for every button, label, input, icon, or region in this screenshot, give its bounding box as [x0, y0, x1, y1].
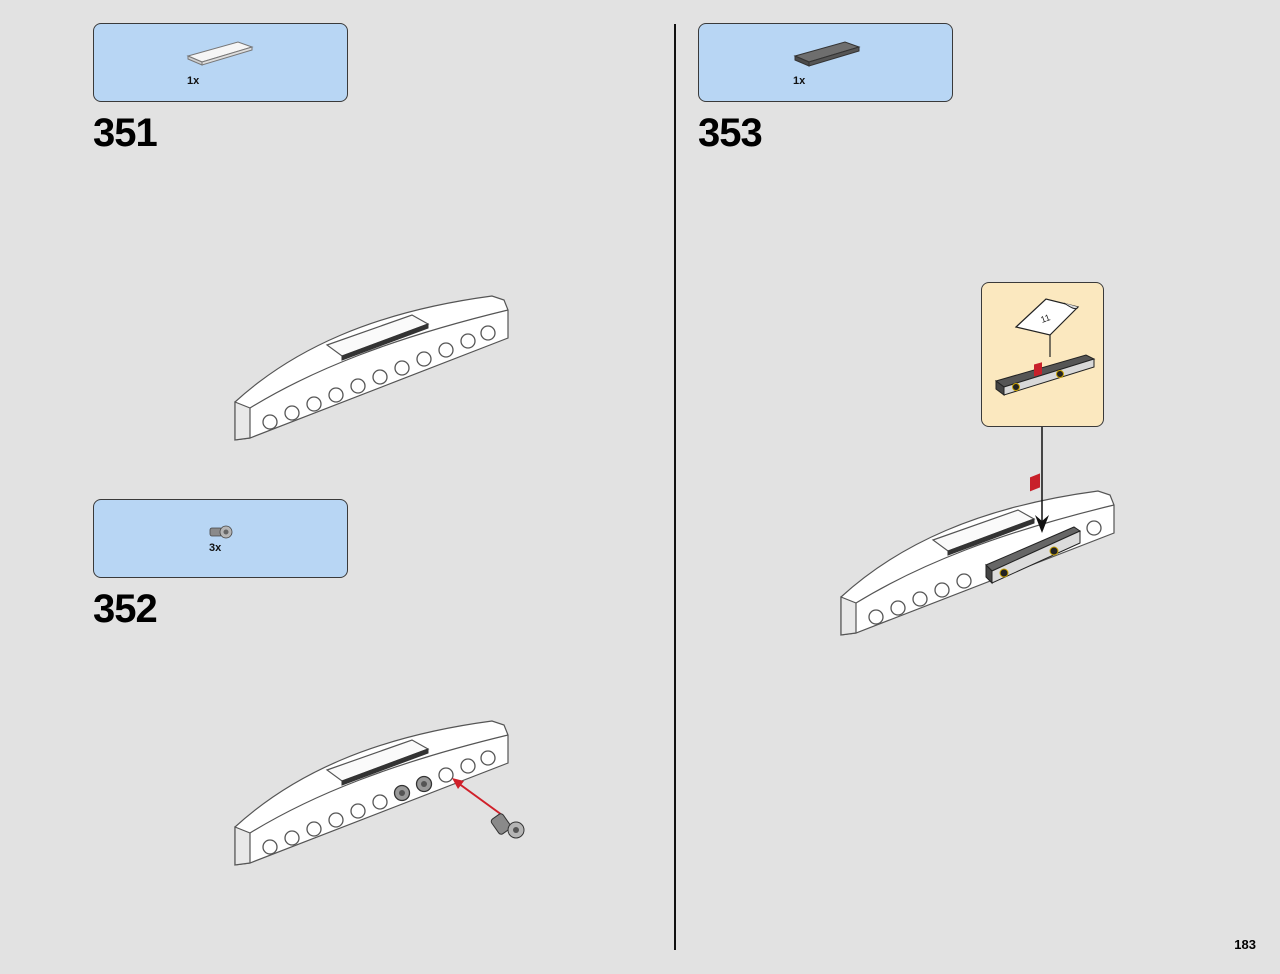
- step-number-353: 353: [698, 111, 763, 155]
- step-number-352: 352: [93, 587, 158, 631]
- curved-brick-assembly-351: [234, 295, 509, 441]
- part-qty-353: 1x: [793, 75, 806, 87]
- parts-box-step-352: 3x: [93, 499, 348, 578]
- step-number-351: 351: [93, 111, 158, 155]
- white-tile-icon: [186, 41, 254, 66]
- placement-arrow: [1035, 427, 1049, 533]
- parts-box-step-353: 1x: [698, 23, 953, 102]
- sticker-callout: 11: [981, 282, 1104, 427]
- parts-box-step-351: 1x: [93, 23, 348, 102]
- stickered-tile-icon: [994, 335, 1096, 396]
- curved-brick-assembly-352: [234, 720, 525, 866]
- page-divider: [674, 24, 676, 950]
- part-qty-351: 1x: [187, 75, 200, 87]
- part-qty-352: 3x: [209, 542, 222, 554]
- sticker-sheet-icon: 11: [1014, 298, 1080, 336]
- dark-gray-tile-icon: [793, 41, 861, 67]
- gray-pin-icon: [209, 525, 233, 539]
- curved-brick-assembly-353: [840, 473, 1115, 636]
- svg-text:11: 11: [1039, 312, 1051, 325]
- page-number: 183: [1234, 937, 1256, 952]
